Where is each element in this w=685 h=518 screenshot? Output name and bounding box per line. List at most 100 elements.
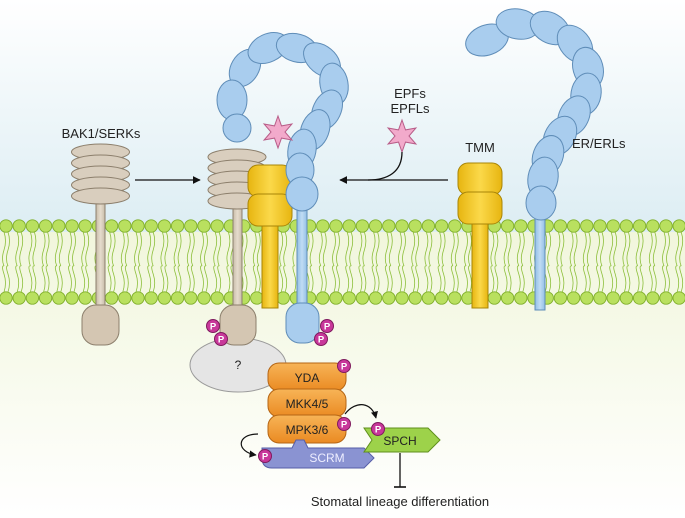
er-receptor-complex [216,32,349,344]
lipid-tail [45,231,50,267]
lipid-tail [560,231,565,267]
lipid-tail [107,231,112,267]
lipid-tail [609,265,614,293]
lipid-tail [494,231,499,267]
er-receptor-right [465,8,604,311]
lipid-tail [626,265,631,293]
lipid-tail [107,265,112,293]
lipid-tail [2,265,6,293]
lipid-tail [609,231,614,267]
lipid-head [52,219,66,233]
lipid-tail [283,231,288,267]
lipid-tail [520,231,525,267]
lipid-tail [635,265,640,293]
epf-ligand-bound [262,114,294,150]
lipid-tail [358,265,363,293]
epfls-label: EPFLs [390,101,430,116]
lipid-head [25,219,40,233]
lipid-tail [173,231,178,267]
lipid-tail [309,231,314,267]
scrm-label: SCRM [309,451,344,465]
lipid-tail [384,265,389,293]
lipid-head [342,219,356,233]
lipid-tail [384,231,389,267]
lipid-head [368,219,383,233]
phosphate-icon [258,449,272,463]
lipid-tail [256,265,261,293]
lipid-head [118,219,132,233]
lipid-tail [134,265,138,293]
lipid-tail [120,231,125,267]
lipid-tail [345,265,350,293]
lipid-head [632,219,647,233]
lipid-head [382,291,396,305]
lipid-tail [450,265,455,293]
lipid-head [659,219,673,233]
lipid-head [170,291,185,305]
lipid-tail [58,231,63,267]
lipid-head [342,291,356,305]
lipid-tail [639,231,644,267]
lipid-head [566,291,581,305]
phosphate-icon [337,417,351,431]
phosphate-icon [206,319,220,333]
lipid-tail [81,231,86,267]
lipid-head [197,219,211,233]
lipid-tail [613,265,618,293]
lipid-head [0,219,13,233]
outcome-label: Stomatal lineage differentiation [311,494,489,509]
lipid-tail [292,265,297,293]
phosphate-icon [214,332,228,346]
lipid-tail [503,231,508,267]
lipid-tail [371,265,376,293]
lipid-head [329,219,343,233]
lipid-tail [173,265,178,293]
lipid-tail [19,265,24,293]
lipid-tail [437,265,442,293]
lipid-tail [54,265,59,293]
lipid-tail [388,231,393,267]
lipid-tail [622,231,627,267]
tmm-receptor-complex [247,164,293,309]
lipid-tail [252,231,257,267]
phosphate-label: P [262,452,269,463]
lipid-tail [28,265,33,293]
lipid-head [553,291,568,305]
mapk-cascade: YDA MKK4/5 MPK3/6 [267,362,347,444]
lipid-tail [336,265,340,293]
lipid-tail [556,265,561,293]
lipid-head [78,219,92,233]
lipid-tail [138,265,142,293]
lipid-tail [28,231,33,267]
lipid-tail [2,231,6,267]
lipid-head [619,291,634,305]
lipid-head [38,219,53,233]
lipid-tail [516,231,521,267]
lipid-head [157,291,172,305]
lipid-head [25,291,40,305]
lipid-tail [441,265,446,293]
phosphate-icon [337,359,351,373]
lipid-tail [309,265,314,293]
lipid-head [500,291,515,305]
lipid-tail [45,265,50,293]
spch-protein [363,427,441,453]
arrow-mpk-to-spch [344,404,378,419]
phosphate-label: P [324,322,331,333]
lipid-tail [666,265,670,293]
lipid-tail [547,265,552,293]
lipid-tail [134,231,138,267]
yda-label: YDA [295,371,320,385]
lipid-tail [652,265,657,293]
phosphate-label: P [341,420,348,431]
lipid-head [210,291,224,305]
lipid-tail [652,231,657,267]
phosphate-label: P [375,425,382,436]
lipid-tail [147,265,152,293]
spch-label: SPCH [383,434,416,448]
lipid-tail [349,231,354,267]
lipid-tail [6,265,10,293]
lipid-tail [454,231,459,267]
lipid-tail [279,231,284,267]
